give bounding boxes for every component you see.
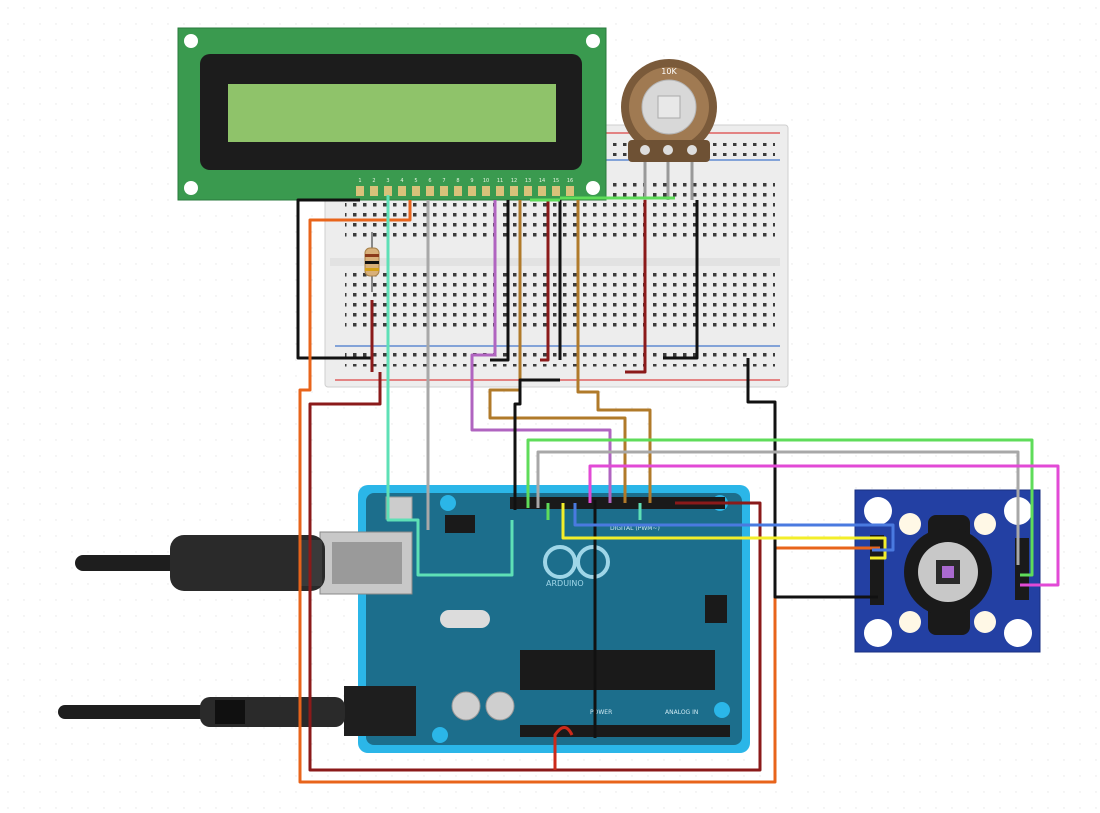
wire-pot-red (625, 200, 647, 374)
lcd-pin-label: 15 (553, 178, 559, 184)
wire-black-gnd (513, 378, 597, 738)
color-sensor-module (854, 489, 1041, 653)
lcd-pin (440, 186, 448, 196)
wire-purple (470, 200, 612, 503)
power-label: POWER (590, 709, 612, 716)
lcd-pin-label: 11 (497, 178, 503, 184)
lcd-pin (510, 186, 518, 196)
wire-brown-2 (576, 200, 652, 503)
lcd-pin-label: 9 (470, 178, 473, 184)
lcd-pin-label: 10 (483, 178, 489, 184)
wire-black (296, 198, 372, 360)
lcd-pin-label: 13 (525, 178, 531, 184)
lcd-pin-label: 16 (567, 178, 573, 184)
microcontroller-chip (520, 650, 715, 690)
wires (296, 195, 1060, 784)
lcd-pin (552, 186, 560, 196)
wire-green-lcd (530, 196, 675, 202)
dc-power-jack (344, 686, 416, 736)
lcd-pin (398, 186, 406, 196)
wire-orange (298, 200, 880, 784)
arduino-logo-text: ARDUINO (546, 579, 584, 588)
lcd-pin-label: 5 (414, 178, 417, 184)
lcd-pin (566, 186, 574, 196)
wire-brown (488, 200, 627, 503)
wire-dark-red (308, 300, 762, 772)
lcd-pin (356, 186, 364, 196)
arduino-uno: ARDUINO DIGITAL (PWM~) POWER ANALOG IN (319, 485, 750, 753)
analog-label: ANALOG IN (665, 709, 698, 716)
lcd-pin-label: 7 (442, 178, 445, 184)
wire-red-power (553, 726, 574, 770)
lcd-pin (370, 186, 378, 196)
usb-cable (75, 535, 325, 591)
wire-red-2 (540, 200, 550, 362)
wire-green-sensor (526, 438, 1034, 577)
sensor-left-pins (870, 535, 884, 605)
lcd-pin-label: 8 (456, 178, 459, 184)
lcd-pin (538, 186, 546, 196)
lcd-pin-label: 4 (400, 178, 403, 184)
lcd-screen (228, 84, 556, 142)
wire-blue-sensor (573, 503, 895, 552)
lcd-pin-label: 3 (386, 178, 389, 184)
wire-black-2 (490, 200, 510, 362)
lcd-pin-label: 12 (511, 178, 517, 184)
reset-button (385, 496, 413, 520)
potentiometer: 10K (621, 59, 717, 200)
wire-yellow-sensor (561, 503, 887, 560)
lcd-pin-label: 2 (372, 178, 375, 184)
wire-pink-sensor (588, 464, 1060, 587)
lcd-pin (468, 186, 476, 196)
power-analog-header (520, 725, 730, 737)
lcd-pin-label: 1 (358, 178, 361, 184)
wire-pot-black (663, 200, 699, 360)
resistor (364, 232, 380, 292)
lcd-pin (426, 186, 434, 196)
lcd-pin (482, 186, 490, 196)
wire-black-sensor (746, 358, 878, 599)
lcd-pin-label: 6 (428, 178, 431, 184)
lcd-pin (454, 186, 462, 196)
lcd-pin (496, 186, 504, 196)
lcd-pin (384, 186, 392, 196)
lcd-pin (524, 186, 532, 196)
lcd-pin (412, 186, 420, 196)
potentiometer-label: 10K (661, 67, 677, 76)
lcd-pin-label: 14 (539, 178, 545, 184)
arduino-logo (543, 545, 610, 579)
digital-label: DIGITAL (PWM~) (610, 525, 660, 532)
wire-cyan (386, 195, 514, 577)
wire-gray-sensor (536, 450, 1020, 565)
